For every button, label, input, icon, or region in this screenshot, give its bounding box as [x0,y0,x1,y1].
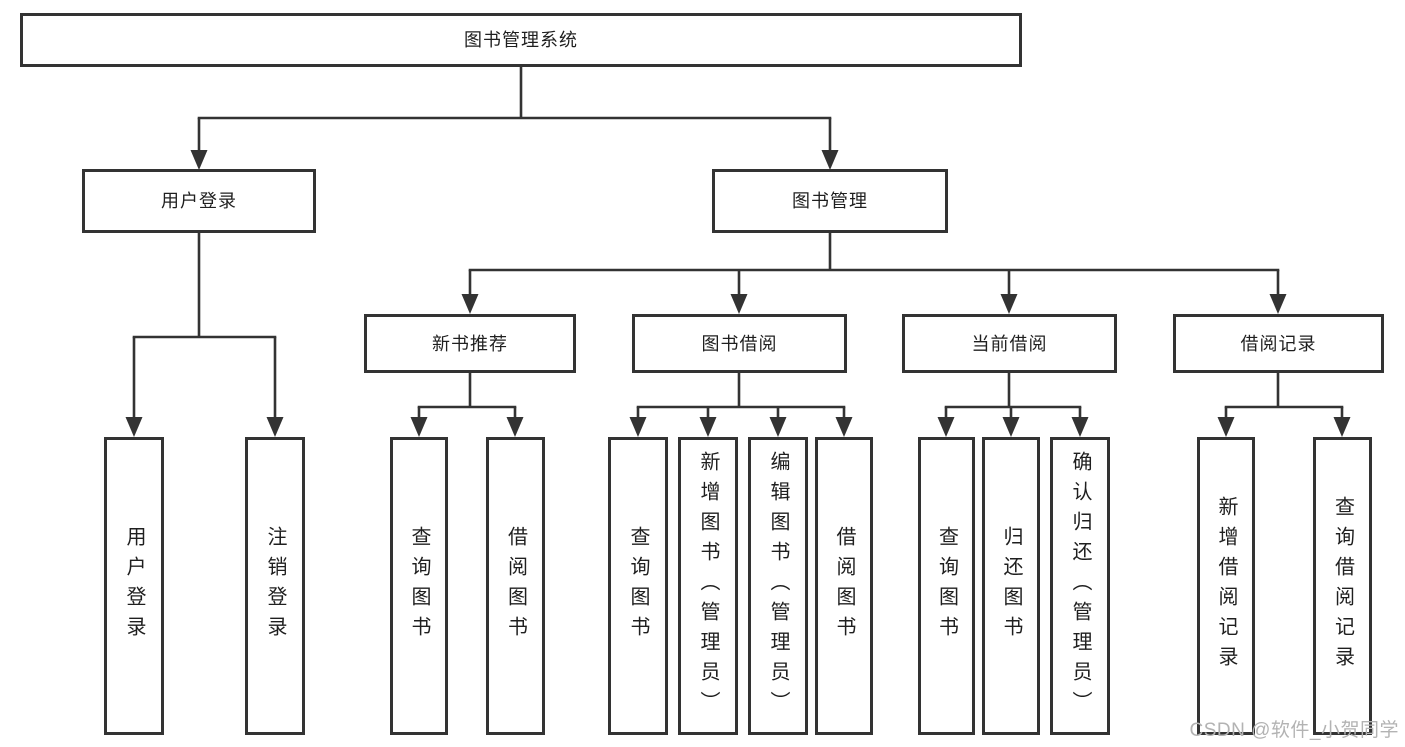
node-leaf-br-add-record: 新增借阅记录 [1197,437,1255,735]
node-current-borrow-label: 当前借阅 [971,333,1048,354]
node-leaf-nbr-borrow-books: 借阅图书 [486,437,545,735]
node-user-login-label: 用户登录 [161,191,237,211]
node-new-book-recommend-label: 新书推荐 [432,333,508,354]
node-leaf-bb-query-books: 查询图书 [608,437,668,735]
node-leaf-bb-borrow-books: 借阅图书 [815,437,873,735]
node-leaf-nbr-query-books-label: 查询图书 [408,526,430,646]
node-leaf-bb-edit-book-admin: 编辑图书（管理员） [748,437,808,735]
node-root-label: 图书管理系统 [464,30,578,50]
node-user-login: 用户登录 [82,169,316,233]
node-leaf-logout-label: 注销登录 [264,526,286,646]
node-book-borrow: 图书借阅 [632,314,847,373]
node-leaf-nbr-borrow-books-label: 借阅图书 [504,526,527,646]
node-leaf-bb-add-book-admin: 新增图书（管理员） [678,437,738,735]
node-leaf-cb-query-books: 查询图书 [918,437,975,735]
node-leaf-cb-return-books-label: 归还图书 [1000,526,1022,646]
node-book-management-label: 图书管理 [792,191,868,211]
node-leaf-nbr-query-books: 查询图书 [390,437,448,735]
node-leaf-user-login: 用户登录 [104,437,164,735]
node-root: 图书管理系统 [20,13,1022,67]
node-leaf-cb-confirm-return-admin-label: 确认归还（管理员） [1069,451,1091,721]
node-leaf-bb-add-book-admin-label: 新增图书（管理员） [697,451,719,721]
node-leaf-bb-query-books-label: 查询图书 [627,526,649,646]
node-leaf-bb-edit-book-admin-label: 编辑图书（管理员） [767,451,789,721]
node-leaf-logout: 注销登录 [245,437,305,735]
node-leaf-bb-borrow-books-label: 借阅图书 [833,526,855,646]
node-borrow-records-label: 借阅记录 [1240,333,1317,354]
node-leaf-cb-confirm-return-admin: 确认归还（管理员） [1050,437,1110,735]
node-book-management: 图书管理 [712,169,948,233]
node-current-borrow: 当前借阅 [902,314,1117,373]
node-leaf-cb-query-books-label: 查询图书 [935,526,958,646]
node-leaf-user-login-label: 用户登录 [123,526,145,646]
node-leaf-br-add-record-label: 新增借阅记录 [1215,496,1237,676]
node-leaf-br-query-record-label: 查询借阅记录 [1331,496,1354,676]
node-leaf-br-query-record: 查询借阅记录 [1313,437,1372,735]
node-leaf-cb-return-books: 归还图书 [982,437,1040,735]
node-borrow-records: 借阅记录 [1173,314,1384,373]
node-book-borrow-label: 图书借阅 [701,333,778,354]
node-new-book-recommend: 新书推荐 [364,314,576,373]
